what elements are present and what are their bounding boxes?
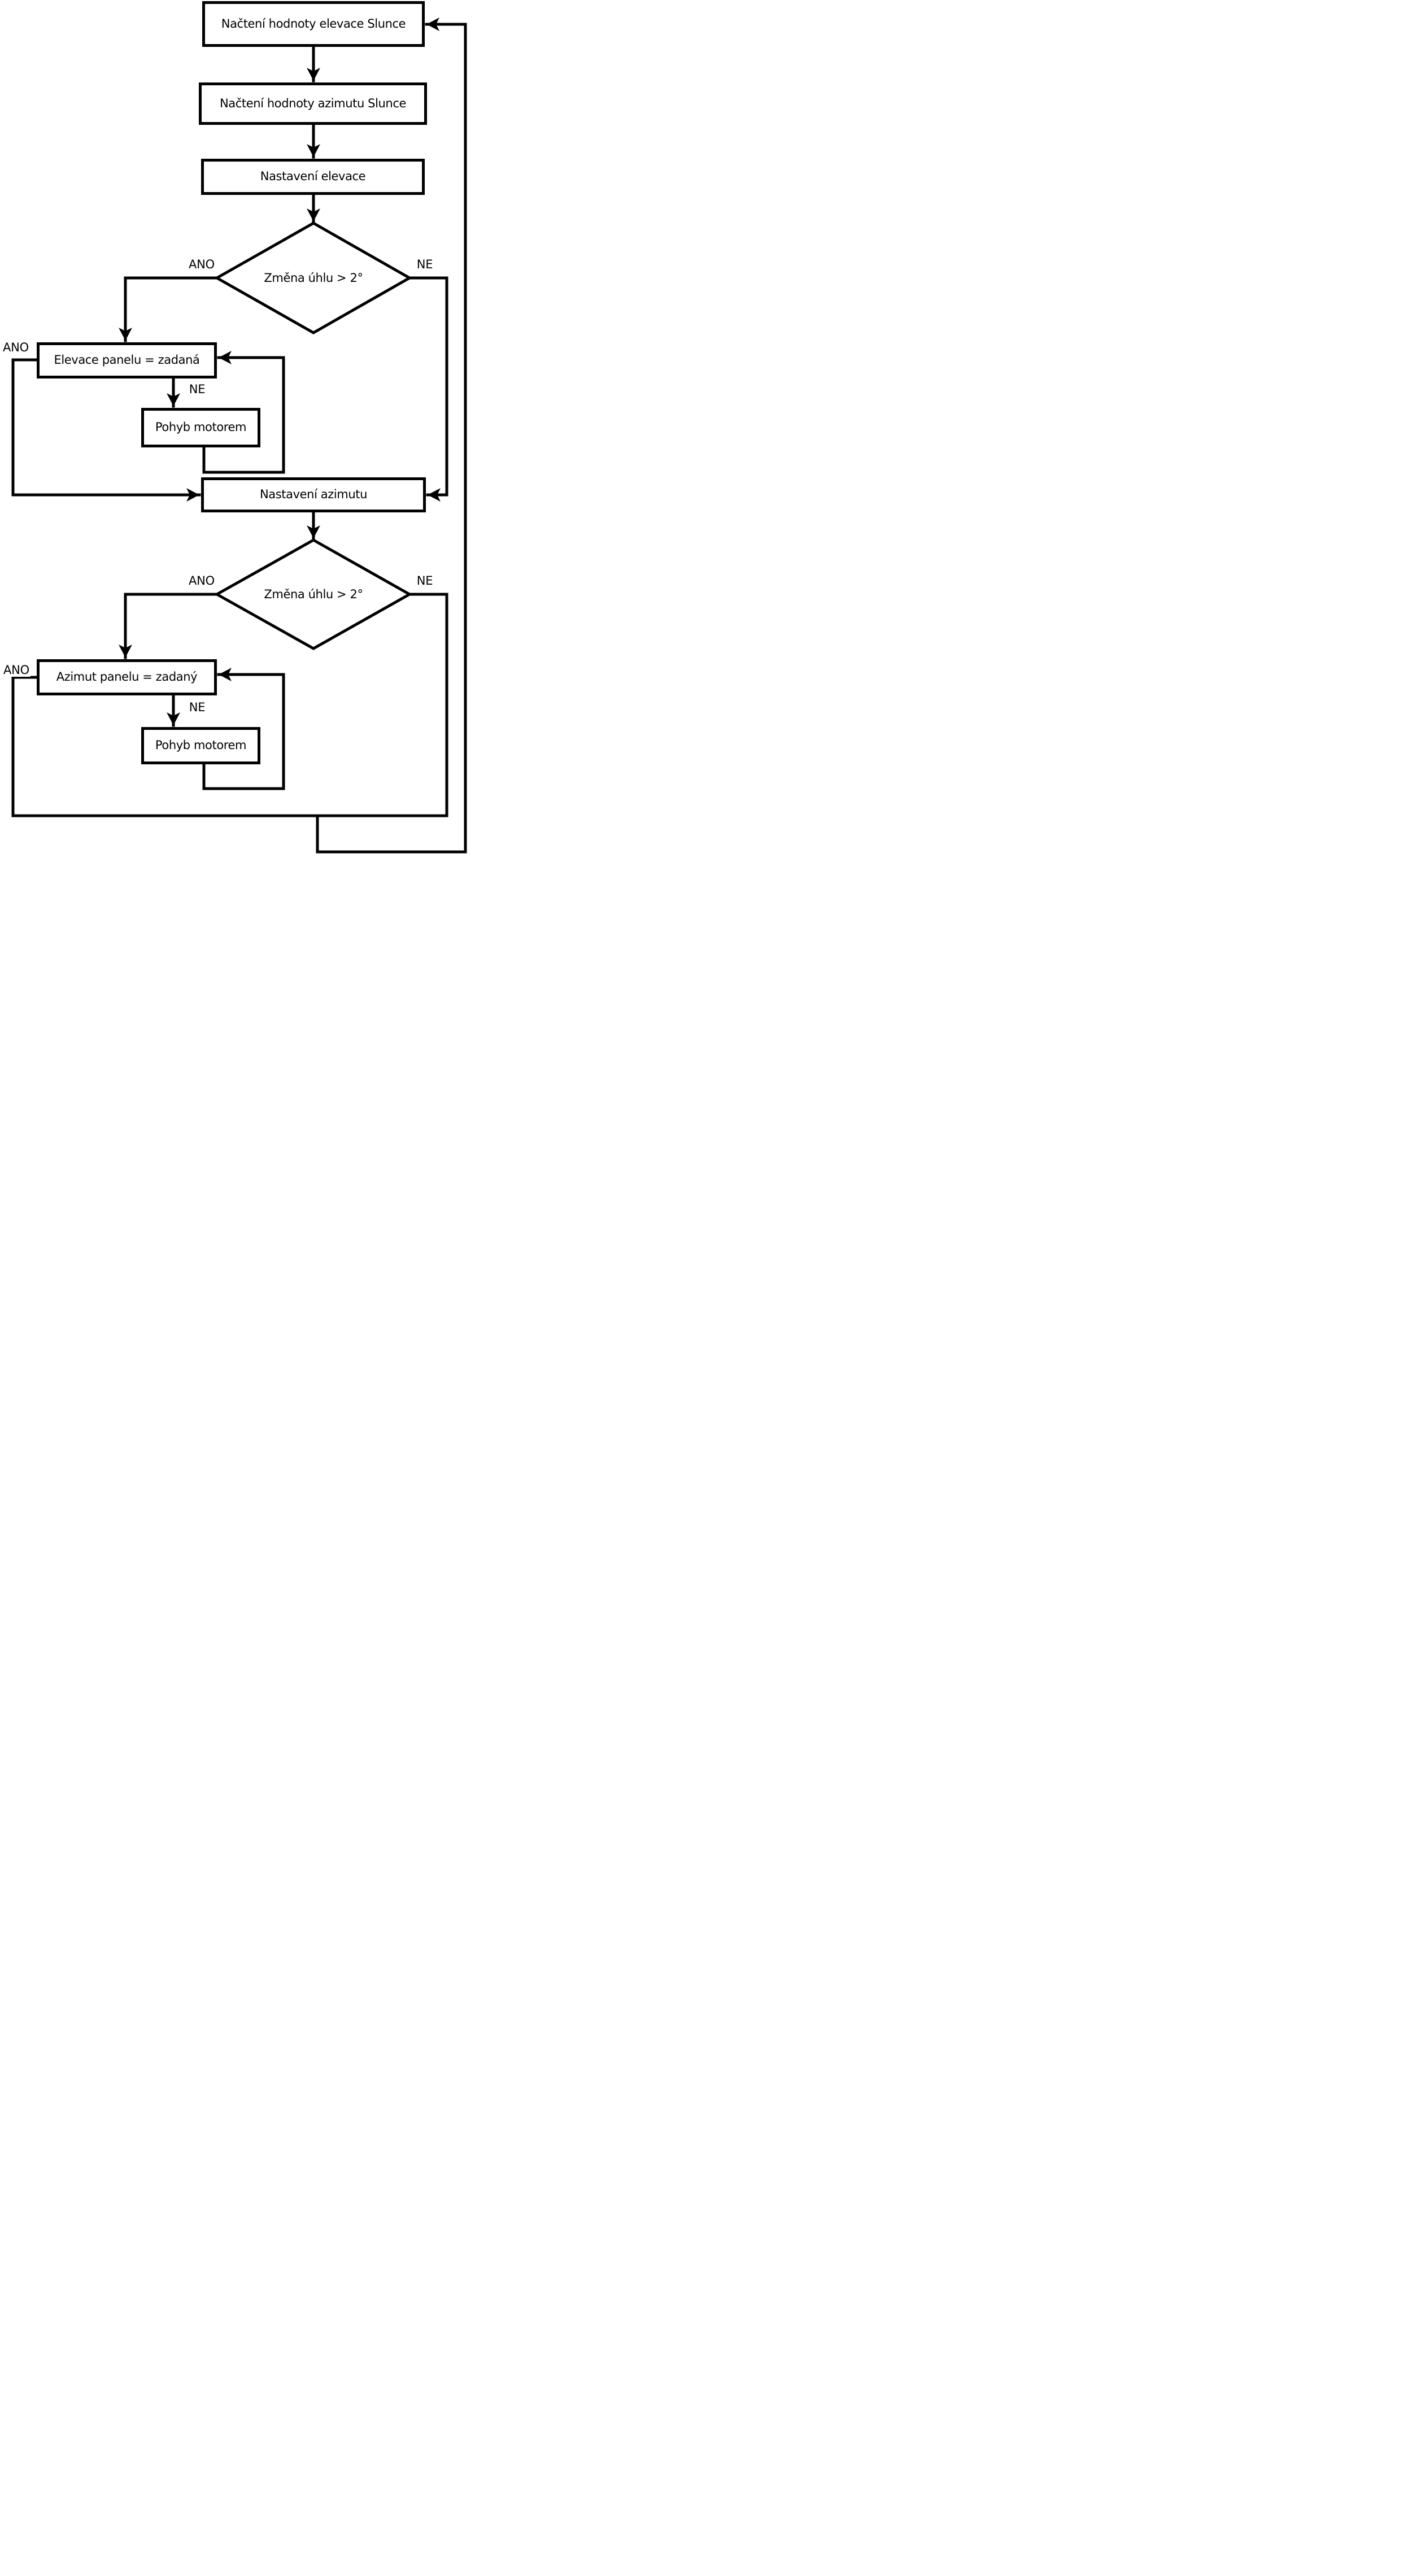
edge-azimuth-decision-ne <box>408 593 448 817</box>
process-box-azimuth-equal: Azimut panelu = zadaný <box>37 659 217 695</box>
edge-elevation-decision-ano <box>119 276 219 342</box>
decision-label-elevation: Změna úhlu > 2° <box>264 271 363 285</box>
decision-diamond-elevation-shape <box>213 221 413 334</box>
branch-label-ano-azimuth-decision: ANO <box>187 574 216 588</box>
decision-label-azimuth: Změna úhlu > 2° <box>264 588 363 601</box>
edge-azimuth-motor-loop <box>202 668 285 790</box>
process-box-azimuth-motor: Pohyb motorem <box>141 727 260 764</box>
edge-return-to-start <box>316 18 467 854</box>
branch-label-ne-azimuth-equal: NE <box>188 700 207 714</box>
branch-label-ne-azimuth-decision: NE <box>415 574 434 588</box>
process-box-set-elevation: Nastavení elevace <box>201 159 425 195</box>
process-box-load-azimuth: Načtení hodnoty azimutu Slunce <box>199 82 427 125</box>
branch-label-ano-azimuth-equal: ANO <box>2 663 31 677</box>
process-box-elevation-equal: Elevace panelu = zadaná <box>37 342 217 378</box>
branch-label-ne-elevation-equal: NE <box>188 382 207 396</box>
connector-layer <box>11 18 467 854</box>
process-box-load-elevation: Načtení hodnoty elevace Slunce <box>202 1 425 47</box>
branch-label-ano-elevation-decision: ANO <box>187 258 216 271</box>
branch-label-ne-elevation-decision: NE <box>415 258 434 271</box>
edge-elevation-decision-ne <box>408 276 448 502</box>
branch-label-ano-elevation-equal: ANO <box>1 341 30 354</box>
edge-elevation-motor-loop <box>202 351 285 474</box>
process-box-set-azimuth: Nastavení azimutu <box>201 477 426 512</box>
flowchart-canvas: Načtení hodnoty elevace Slunce Načtení h… <box>0 0 468 859</box>
edge-elevation-equal-ano <box>11 358 201 502</box>
edge-azimuth-decision-ano <box>119 593 219 659</box>
edge-azimuth-equal-ano <box>11 676 38 817</box>
process-box-elevation-motor: Pohyb motorem <box>141 408 260 447</box>
decision-diamond-azimuth-shape <box>213 538 413 650</box>
